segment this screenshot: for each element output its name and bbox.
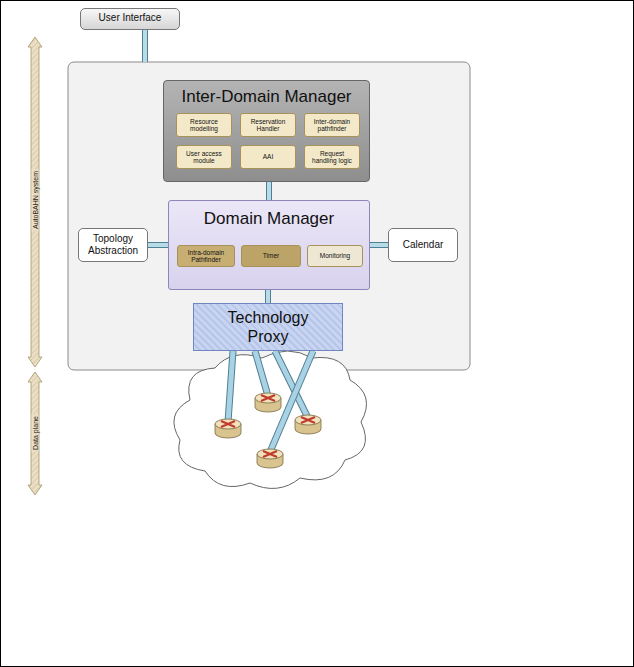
node-text: Inter-Domain Manager	[164, 87, 369, 107]
node-text: Monitoring	[320, 252, 350, 260]
interface-box: User Interface	[80, 8, 180, 30]
bracket-label: AutoBAHN system	[32, 169, 39, 231]
bracket-label: Data plane	[32, 414, 39, 452]
router-links	[228, 351, 313, 452]
manager-box: Domain ManagerIntra-domain Pathfinder Tim…	[168, 200, 370, 290]
pipe-group	[370, 245, 388, 246]
node-text: Topology Abstraction	[83, 233, 143, 257]
module-box: Intra-domain Pathfinder	[177, 245, 235, 267]
module-box: Inter-domain pathfinder	[304, 113, 360, 137]
pipe-connector	[265, 290, 271, 303]
module-box: AAI	[240, 145, 296, 169]
module-box: Monitoring	[307, 245, 363, 267]
network-cloud	[174, 351, 367, 488]
node-text: AAI	[263, 153, 273, 161]
pipe-group	[269, 182, 270, 200]
node-text: Timer	[263, 252, 279, 260]
node-text: Intra-domain Pathfinder	[180, 249, 232, 264]
node-text: Calendar	[403, 239, 444, 251]
proxy-box: Technology Proxy	[193, 303, 343, 351]
pipe-connector	[266, 182, 272, 200]
pipe-inner	[370, 243, 388, 247]
node-text: Request handling logic	[307, 150, 357, 165]
node-text: Resource modelling	[179, 118, 229, 133]
pipe-inner	[266, 290, 270, 303]
manager-box: Inter-Domain ManagerResource modellingRe…	[163, 80, 370, 182]
module-box: Request handling logic	[304, 145, 360, 169]
pipe-connector	[148, 242, 168, 248]
node-text: Reservation Handler	[243, 118, 293, 133]
pipe-connector	[370, 242, 388, 248]
pipe-group	[148, 245, 168, 246]
routers	[215, 393, 321, 468]
node-text: User access module	[179, 150, 229, 165]
system-panel	[68, 62, 470, 370]
side-box: Calendar	[388, 228, 458, 262]
node-text: Inter-domain pathfinder	[307, 118, 357, 133]
module-box: Resource modelling	[176, 113, 232, 137]
node-text: Technology Proxy	[218, 308, 318, 346]
module-box: Reservation Handler	[240, 113, 296, 137]
node-text: Domain Manager	[169, 209, 369, 229]
pipe-group	[268, 290, 269, 303]
ui-pipe	[145, 30, 146, 62]
module-box: Timer	[241, 245, 301, 267]
side-box: Topology Abstraction	[78, 228, 148, 262]
data-plane-bracket	[28, 372, 42, 495]
pipe-inner	[148, 243, 168, 247]
system-bracket	[28, 37, 42, 367]
pipe-inner	[267, 182, 271, 200]
module-box: User access module	[176, 145, 232, 169]
node-text: User Interface	[85, 12, 175, 23]
